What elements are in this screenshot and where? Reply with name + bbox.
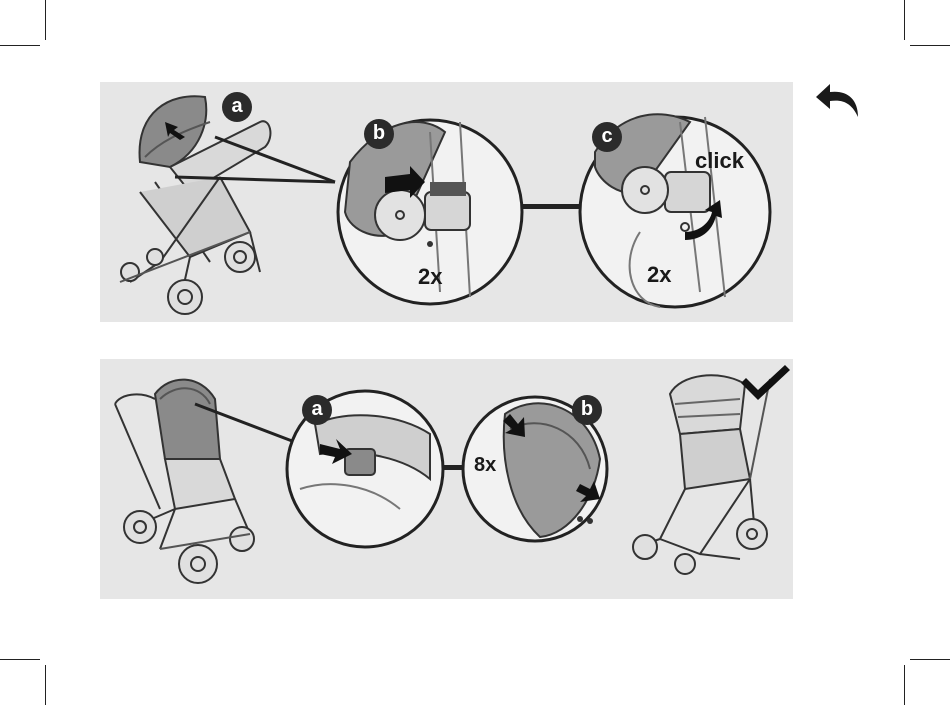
step-2-panel: a b 8x	[100, 359, 793, 599]
stroller-rear-sketch	[115, 380, 254, 583]
crop-mark-bottom-right-h	[910, 659, 950, 660]
crop-mark-top-right-v	[904, 0, 905, 40]
connector-line-b-c	[523, 204, 581, 209]
step-1-panel: a b c 2x click 2x	[100, 82, 793, 322]
step-2-badge-b: b	[572, 395, 602, 425]
undo-arrow-icon[interactable]	[814, 80, 864, 125]
step-2-badge-a: a	[302, 395, 332, 425]
crop-mark-bottom-left-v	[45, 665, 46, 705]
step-1-badge-c: c	[592, 122, 622, 152]
step-1-count-c: 2x	[647, 262, 671, 288]
assembled-stroller-sketch	[633, 375, 770, 574]
stroller-with-canopy-sketch	[120, 96, 270, 314]
step-2-count-b: 8x	[474, 454, 496, 477]
crop-mark-bottom-left-h	[0, 659, 40, 660]
crop-mark-top-right-h	[910, 45, 950, 46]
step-2-illustration	[100, 359, 793, 599]
step-1-illustration	[100, 82, 793, 322]
step-1-click-label: click	[695, 148, 744, 174]
crop-mark-top-left-v	[45, 0, 46, 40]
crop-mark-bottom-right-v	[904, 665, 905, 705]
step-1-badge-a: a	[222, 92, 252, 122]
step-1-badge-b: b	[364, 119, 394, 149]
crop-mark-top-left-h	[0, 45, 40, 46]
step-1-count-b: 2x	[418, 264, 442, 290]
